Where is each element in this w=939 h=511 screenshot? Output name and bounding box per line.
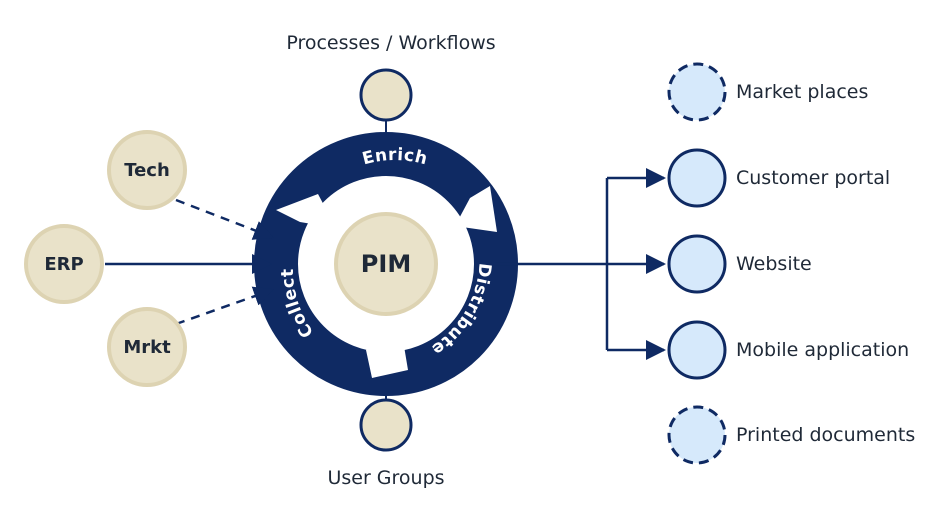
output-mobile-application-label: Mobile application: [736, 339, 909, 361]
ring-gap-top-right: [455, 186, 497, 232]
user-groups-node: User Groups: [327, 398, 445, 489]
processes-node: Processes / Workflows: [286, 32, 496, 122]
output-printed-documents: Printed documents: [667, 405, 915, 465]
mrkt-connector: [175, 286, 274, 326]
output-website-label: Website: [736, 253, 812, 275]
processes-label: Processes / Workflows: [286, 32, 495, 54]
user-groups-label: User Groups: [327, 467, 444, 489]
source-mrkt: Mrkt: [107, 307, 187, 387]
source-tech: Tech: [107, 130, 187, 210]
output-customer-portal: Customer portal: [667, 148, 890, 208]
output-market-places: Market places: [667, 62, 868, 122]
distribution-tree: [496, 168, 666, 360]
source-mrkt-label: Mrkt: [123, 337, 171, 358]
ring-gap-top-left: [276, 194, 336, 228]
output-website: Website: [667, 234, 812, 294]
ring-gap-bottom: [366, 322, 408, 378]
pim-center-node: PIM: [334, 212, 438, 316]
output-mobile-application: Mobile application: [667, 320, 909, 380]
source-erp: ERP: [24, 224, 104, 304]
output-market-places-label: Market places: [736, 81, 868, 103]
output-customer-portal-label: Customer portal: [736, 167, 890, 189]
pim-center-label: PIM: [361, 250, 411, 278]
output-printed-documents-label: Printed documents: [736, 424, 915, 446]
tech-connector: [175, 198, 274, 240]
source-erp-label: ERP: [44, 254, 83, 275]
source-tech-label: Tech: [124, 160, 170, 181]
